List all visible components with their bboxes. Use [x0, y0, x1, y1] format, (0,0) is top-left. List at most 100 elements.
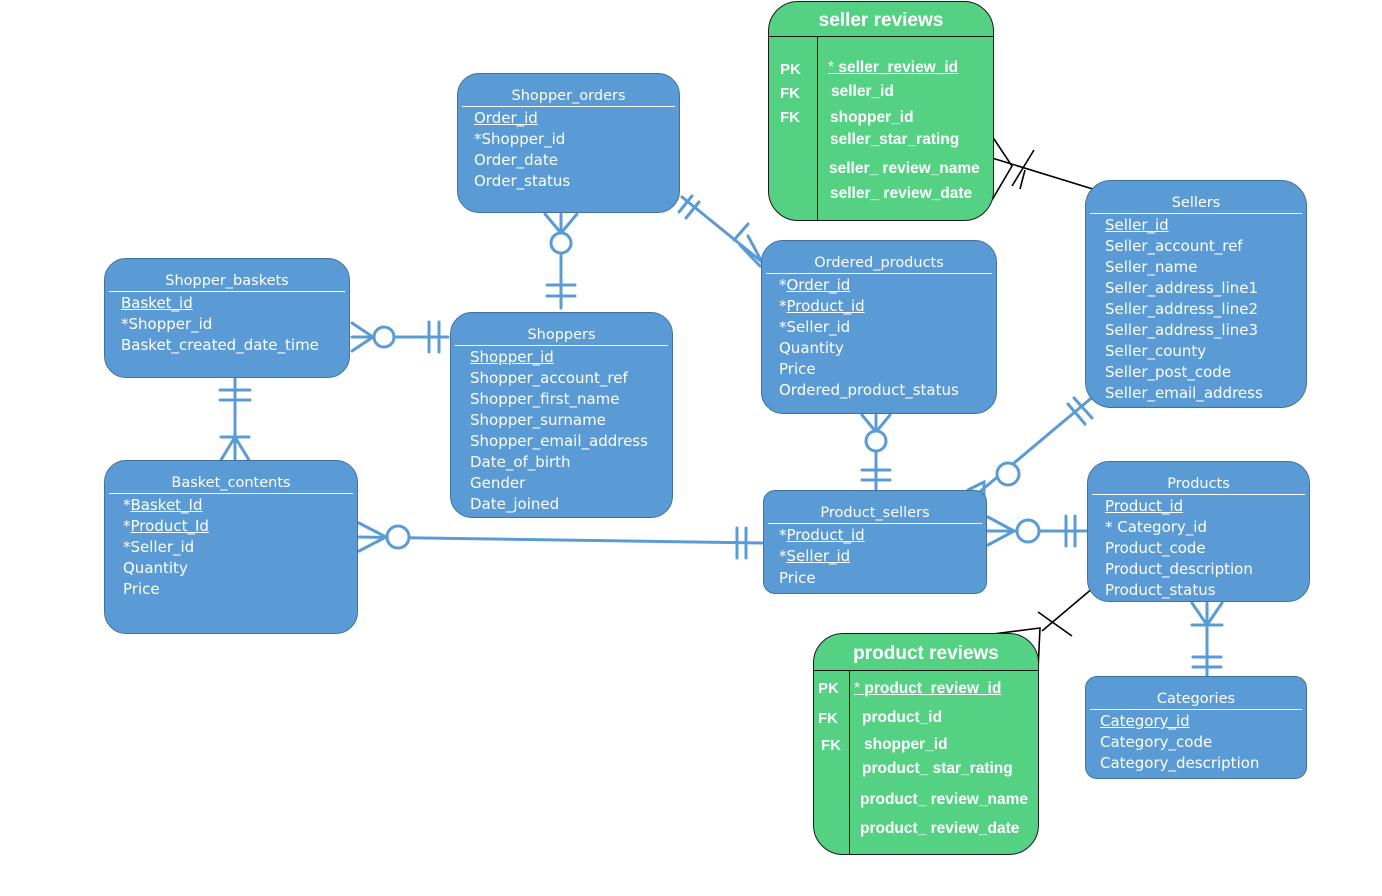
- title-divider: [766, 273, 992, 274]
- entity-seller-reviews[interactable]: seller reviews PK FK FK * seller_review_…: [768, 1, 994, 221]
- entity-sellers[interactable]: Sellers Seller_id Seller_account_ref Sel…: [1085, 180, 1307, 408]
- entity-product-sellers[interactable]: Product_sellers *Product_id *Seller_id P…: [763, 490, 987, 594]
- field-product-code: Product_code: [1105, 539, 1206, 557]
- field-product-id-label: Product_id: [786, 297, 865, 315]
- title-divider: [109, 493, 353, 494]
- key-fk: FK: [821, 737, 841, 754]
- field-product-star-rating: product_ star_rating: [862, 760, 1013, 777]
- field-shopper-id: Shopper_id: [470, 348, 554, 366]
- entity-title: Shopper_orders: [511, 88, 626, 104]
- title-divider: [1092, 494, 1305, 495]
- field-seller-review-date: seller_ review_date: [830, 185, 973, 202]
- field-seller-name: Seller_name: [1105, 258, 1198, 276]
- entity-ordered-products[interactable]: Ordered_products *Order_id *Product_id *…: [761, 240, 997, 414]
- field-basket-id: Basket_id: [121, 294, 193, 312]
- field-product-review-id-label: product_review_id: [864, 680, 1002, 697]
- field-product-id: *Product_Id: [123, 516, 209, 537]
- field-basket-id: *Basket_Id: [123, 495, 209, 516]
- field-product-id-label: Product_Id: [130, 517, 209, 535]
- field-basket-id-label: Basket_Id: [130, 496, 203, 514]
- field-product-id: *Product_id: [779, 525, 865, 546]
- title-divider: [462, 106, 675, 107]
- entity-title: Product_sellers: [820, 505, 930, 521]
- fk-asterisk: *: [123, 517, 131, 535]
- rel-products-categories: [1190, 601, 1224, 677]
- rel-baskets-contents: [218, 377, 252, 462]
- field-order-id: *Order_id: [779, 275, 959, 296]
- entity-title: Shoppers: [527, 327, 596, 343]
- key-fk: FK: [780, 109, 800, 126]
- field-quantity: Quantity: [779, 339, 844, 357]
- rel-orders-ordered-products: [677, 194, 764, 268]
- rel-contents-product-sellers: [357, 521, 764, 560]
- fk-asterisk: *: [779, 526, 787, 544]
- field-order-id-label: Order_id: [786, 276, 851, 294]
- key-pk: PK: [780, 61, 801, 78]
- field-seller-post-code: Seller_post_code: [1105, 363, 1232, 381]
- field-seller-review-id: * seller_review_id: [828, 59, 958, 77]
- field-shopper-surname: Shopper_surname: [470, 411, 606, 429]
- rel-product-sellers-sellers: [966, 393, 1097, 506]
- field-seller-id-label: Seller_id: [786, 547, 851, 565]
- entity-title: Ordered_products: [814, 255, 944, 271]
- field-order-date: Order_date: [474, 151, 558, 169]
- field-shopper-id: *Shopper_id: [474, 130, 566, 148]
- field-order-status: Order_status: [474, 172, 571, 190]
- key-column-divider: [817, 36, 818, 220]
- field-category-id: * Category_id: [1105, 518, 1207, 536]
- field-basket-created: Basket_created_date_time: [121, 336, 319, 354]
- field-seller-address-line1: Seller_address_line1: [1105, 279, 1259, 297]
- field-seller-account-ref: Seller_account_ref: [1105, 237, 1243, 255]
- fk-asterisk: *: [779, 276, 787, 294]
- field-ordered-product-status: Ordered_product_status: [779, 381, 959, 399]
- field-product-description: Product_description: [1105, 560, 1253, 578]
- pk-asterisk: *: [828, 59, 835, 76]
- field-quantity: Quantity: [123, 559, 188, 577]
- field-product-review-id: * product_review_id: [854, 680, 1001, 698]
- fk-asterisk: *: [779, 547, 787, 565]
- field-seller-id: Seller_id: [1105, 216, 1169, 234]
- field-seller-email: Seller_email_address: [1105, 384, 1263, 402]
- entity-basket-contents[interactable]: Basket_contents *Basket_Id *Product_Id *…: [104, 460, 358, 634]
- entity-title: seller reviews: [818, 10, 944, 31]
- field-shopper-email: Shopper_email_address: [470, 432, 648, 450]
- field-seller-review-name: seller_ review_name: [829, 160, 980, 177]
- field-price: Price: [779, 569, 816, 587]
- field-product-review-name: product_ review_name: [860, 791, 1028, 808]
- entity-shopper-orders[interactable]: Shopper_orders Order_id *Shopper_id Orde…: [457, 73, 680, 213]
- field-product-id: Product_id: [1105, 497, 1184, 515]
- entity-title: Categories: [1156, 691, 1236, 707]
- entity-categories[interactable]: Categories Category_id Category_code Cat…: [1085, 676, 1307, 779]
- field-seller-id: seller_id: [831, 83, 894, 100]
- key-fk: FK: [818, 710, 838, 727]
- field-date-joined: Date_joined: [470, 495, 560, 513]
- title-divider: [769, 36, 993, 37]
- field-product-id: *Product_id: [779, 296, 959, 317]
- key-pk: PK: [818, 680, 839, 697]
- title-divider: [1090, 213, 1302, 214]
- title-divider: [768, 523, 982, 524]
- entity-title: Shopper_baskets: [165, 273, 289, 289]
- field-shopper-id: *Shopper_id: [121, 315, 213, 333]
- entity-shoppers[interactable]: Shoppers Shopper_id Shopper_account_ref …: [450, 312, 673, 518]
- entity-products[interactable]: Products Product_id * Category_id Produc…: [1087, 461, 1310, 602]
- title-divider: [455, 345, 668, 346]
- field-shopper-account-ref: Shopper_account_ref: [470, 369, 628, 387]
- fk-asterisk: *: [123, 496, 131, 514]
- field-seller-review-id-label: seller_review_id: [838, 59, 959, 76]
- field-seller-address-line2: Seller_address_line2: [1105, 300, 1259, 318]
- field-price: Price: [123, 580, 160, 598]
- field-product-status: Product_status: [1105, 581, 1216, 599]
- field-category-description: Category_description: [1100, 754, 1260, 772]
- entity-shopper-baskets[interactable]: Shopper_baskets Basket_id *Shopper_id Ba…: [104, 258, 350, 378]
- field-seller-id: *Seller_id: [779, 546, 865, 567]
- field-price: Price: [779, 360, 816, 378]
- title-divider: [1090, 709, 1302, 710]
- rel-baskets-shoppers: [350, 320, 450, 354]
- field-shopper-first-name: Shopper_first_name: [470, 390, 620, 408]
- field-product-id: product_id: [862, 709, 943, 726]
- entity-product-reviews[interactable]: product reviews PK FK FK * product_revie…: [813, 633, 1039, 855]
- field-order-id: Order_id: [474, 109, 538, 127]
- key-fk: FK: [780, 85, 800, 102]
